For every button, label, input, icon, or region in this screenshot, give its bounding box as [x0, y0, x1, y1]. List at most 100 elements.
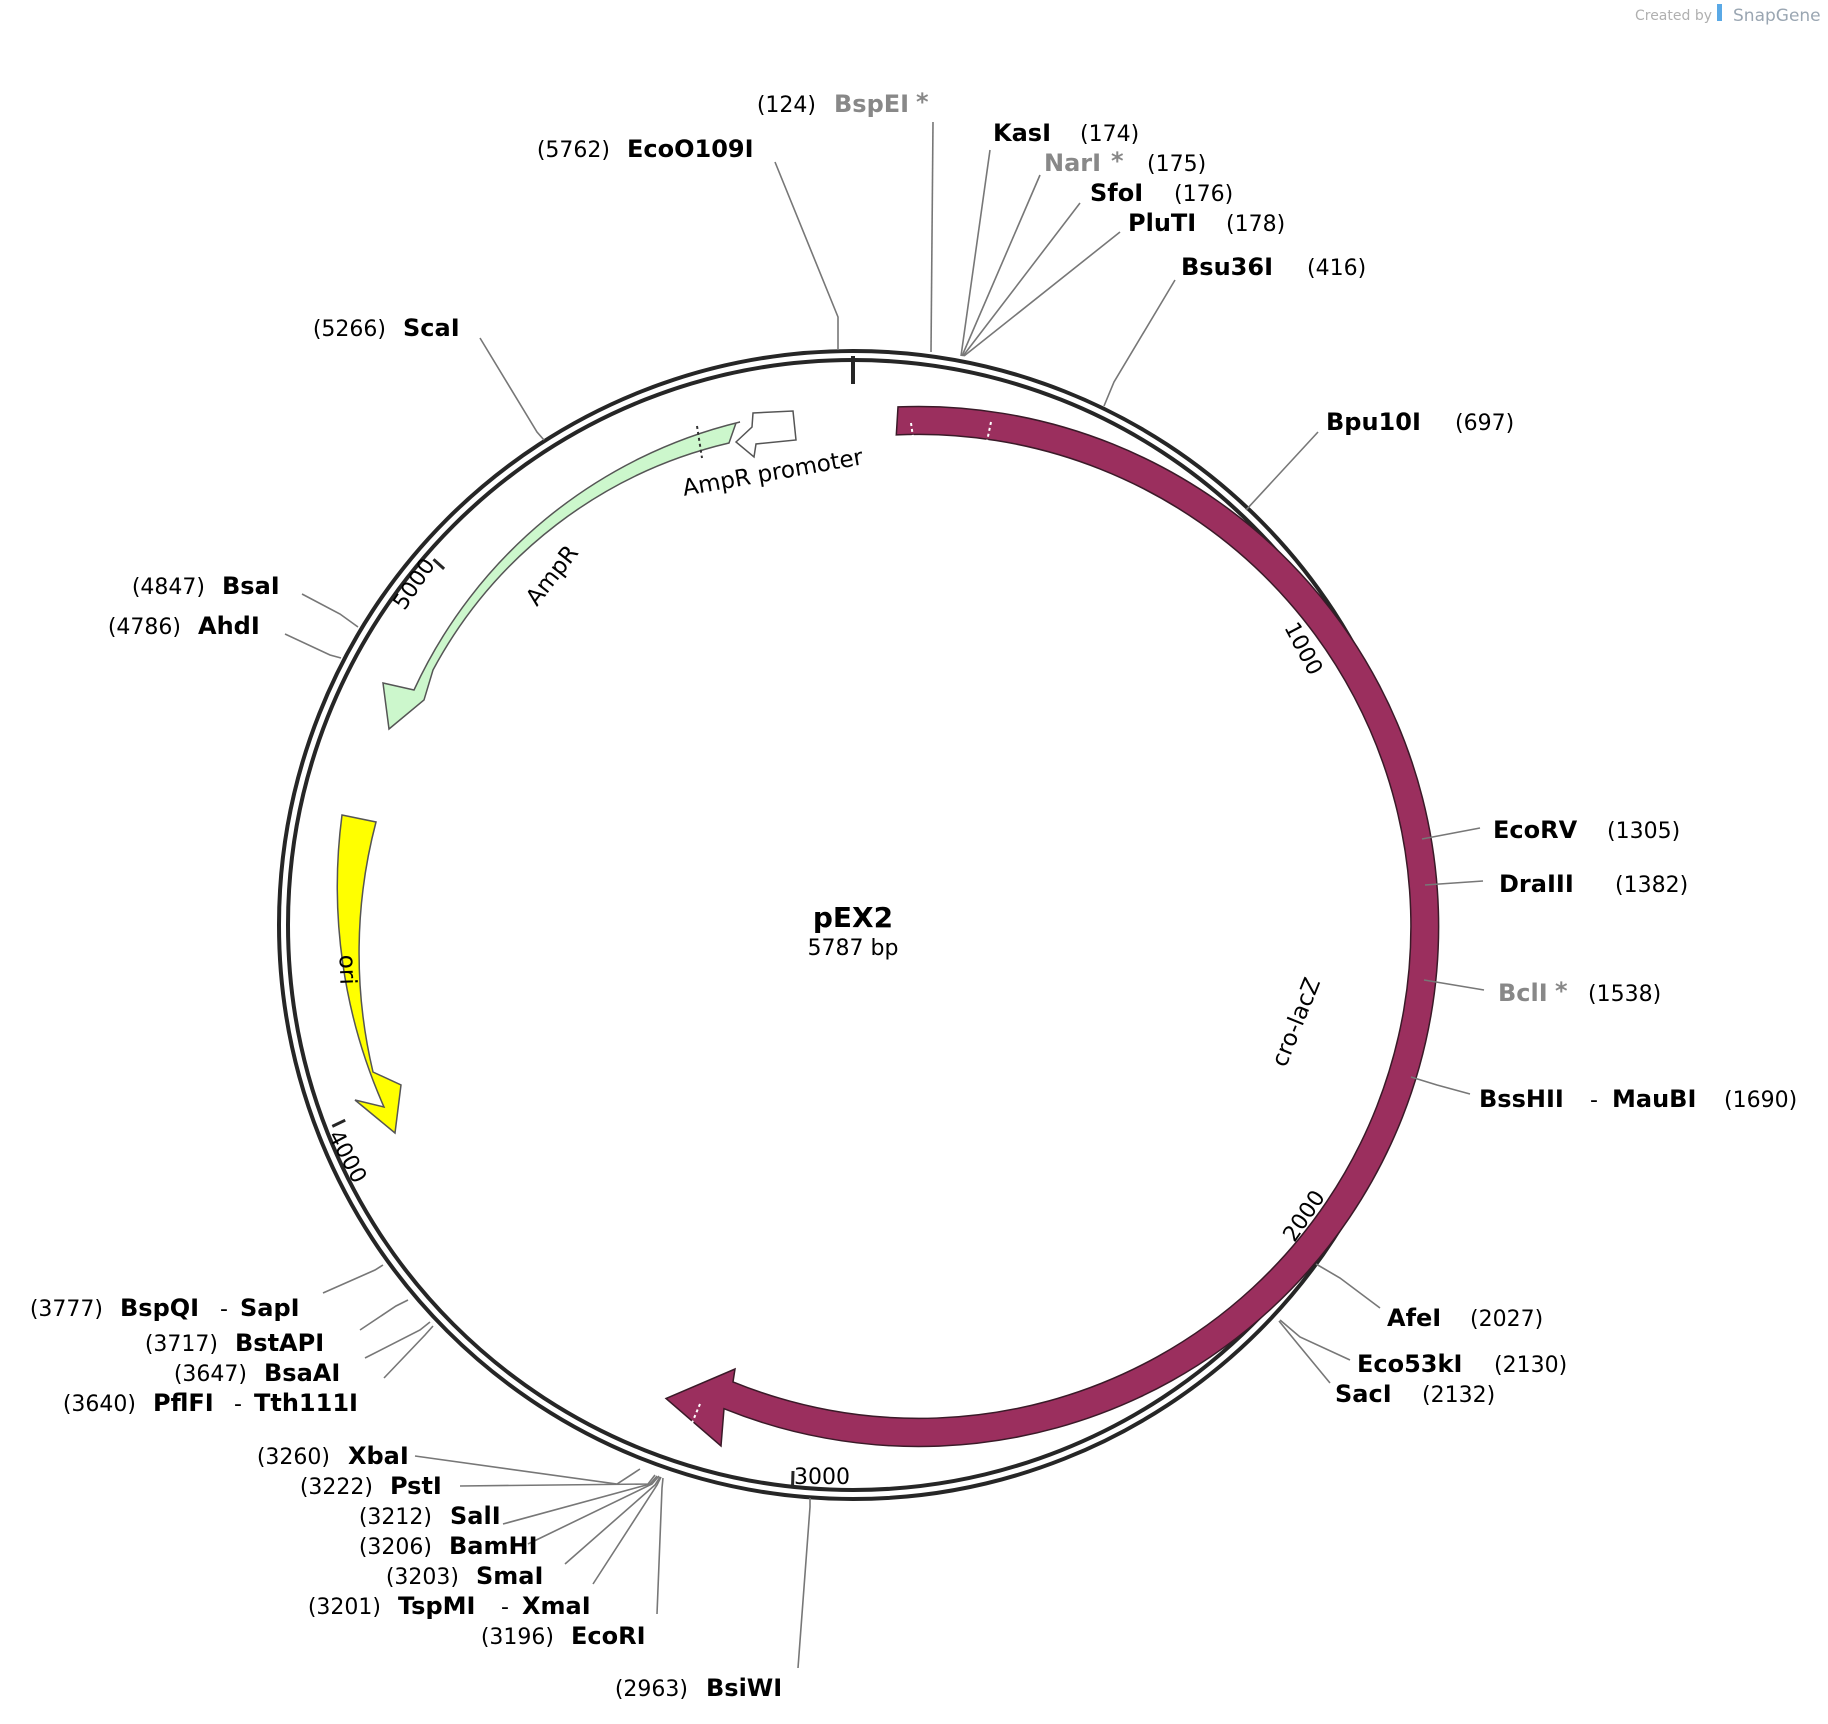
plasmid-length: 5787 bp	[808, 936, 899, 961]
site-name-saci[interactable]: SacI	[1335, 1380, 1392, 1408]
site-pos-scai: (5266)	[313, 317, 386, 342]
site-name-ecori[interactable]: EcoRI	[571, 1622, 646, 1650]
site-name2-sapi[interactable]: SapI	[240, 1294, 300, 1322]
leader-line-ecoo109i	[774, 161, 839, 350]
site-pos-bspei: (124)	[757, 93, 816, 118]
site-name-eco53ki[interactable]: Eco53kI	[1357, 1350, 1462, 1378]
site-name-bpu10i[interactable]: Bpu10I	[1326, 408, 1421, 436]
site-pos-ecoo109i: (5762)	[537, 138, 610, 163]
site-name-pluti[interactable]: PluTI	[1128, 209, 1196, 237]
site-separator-tspmi: -	[501, 1595, 509, 1620]
site-name-bstapi[interactable]: BstAPI	[235, 1329, 324, 1357]
leader-line-bpu10i	[1245, 431, 1319, 511]
site-name-smai[interactable]: SmaI	[476, 1562, 543, 1590]
feature-label-ampr-promoter: AmpR promoter	[681, 444, 866, 501]
site-pos-eco53ki: (2130)	[1494, 1353, 1567, 1378]
credit-prefix: Created by	[1635, 8, 1712, 24]
leader-line-bsshii	[1410, 1076, 1471, 1095]
site-pos-bpu10i: (697)	[1455, 411, 1514, 436]
site-pos-tspmi: (3201)	[308, 1595, 381, 1620]
site-name-sali[interactable]: SalI	[450, 1502, 501, 1530]
site-pos-kasi: (174)	[1080, 122, 1139, 147]
site-name-bsiwi[interactable]: BsiWI	[706, 1674, 782, 1702]
site-name-sfoi[interactable]: SfoI	[1090, 179, 1143, 207]
site-pos-bamhi: (3206)	[359, 1535, 432, 1560]
feature-segment-dividers	[688, 421, 992, 1431]
leader-line-pflfi	[383, 1325, 434, 1379]
ampr-promoter-divider	[696, 425, 703, 459]
site-name-ecoo109i[interactable]: EcoO109I	[627, 135, 754, 163]
leader-line-bsaai	[364, 1321, 431, 1359]
site-pos-bsshii: (1690)	[1724, 1088, 1797, 1113]
leader-line-bspei	[930, 121, 934, 353]
leader-lines	[284, 121, 1485, 1669]
site-pos-bspqi: (3777)	[30, 1297, 103, 1322]
site-name-psti[interactable]: PstI	[390, 1472, 442, 1500]
site-name2-xmai[interactable]: XmaI	[522, 1592, 591, 1620]
site-star-bcli: *	[1555, 977, 1568, 1005]
site-name-nari[interactable]: NarI	[1044, 149, 1101, 177]
leader-line-nari	[961, 174, 1041, 357]
site-name-bsaai[interactable]: BsaAI	[264, 1359, 340, 1387]
leader-line-psti	[459, 1474, 656, 1487]
leader-line-saci	[1278, 1320, 1331, 1384]
feature-label-ori: ori	[333, 954, 360, 985]
site-name2-tth111i[interactable]: Tth111I	[254, 1389, 358, 1417]
credit: Created by SnapGene	[1635, 4, 1821, 26]
site-pos-sfoi: (176)	[1174, 182, 1233, 207]
site-separator-bspqi: -	[220, 1297, 228, 1322]
site-pos-smai: (3203)	[386, 1565, 459, 1590]
site-name-bspqi[interactable]: BspQI	[120, 1294, 199, 1322]
site-name-scai[interactable]: ScaI	[403, 314, 460, 342]
site-separator-pflfi: -	[234, 1392, 242, 1417]
feature-arrow-ampr	[382, 421, 741, 731]
feature-arrow-ori	[336, 814, 402, 1135]
site-name-pflfi[interactable]: PflFI	[153, 1389, 214, 1417]
tick-label-3000: 3000	[794, 1465, 850, 1490]
leader-line-bspqi	[322, 1264, 384, 1294]
leader-line-bsu36i	[1103, 279, 1176, 407]
site-pos-bcli: (1538)	[1588, 982, 1661, 1007]
site-name-bcli[interactable]: BclI	[1498, 979, 1548, 1007]
site-pos-pluti: (178)	[1226, 212, 1285, 237]
site-pos-nari: (175)	[1147, 152, 1206, 177]
leader-line-eco53ki	[1279, 1319, 1351, 1361]
site-pos-bsaai: (3647)	[174, 1362, 247, 1387]
tick-label-5000: 5000	[389, 554, 441, 614]
site-labels: (124) BspEI * (5762) EcoO109I KasI (174)…	[30, 88, 1797, 1702]
site-star-bspei: *	[916, 88, 929, 116]
site-pos-ecori: (3196)	[481, 1625, 554, 1650]
leader-line-scai	[479, 337, 545, 441]
site-name-bamhi[interactable]: BamHI	[449, 1532, 538, 1560]
site-name-bsu36i[interactable]: Bsu36I	[1181, 253, 1273, 281]
site-name-ahdi[interactable]: AhdI	[198, 612, 260, 640]
feature-arrow-cro-lacz	[664, 405, 1440, 1448]
site-separator-bsshii: -	[1590, 1088, 1598, 1113]
site-name-bsai[interactable]: BsaI	[222, 572, 280, 600]
site-pos-bsai: (4847)	[132, 575, 205, 600]
plasmid-name: pEX2	[813, 901, 893, 934]
site-name-afei[interactable]: AfeI	[1387, 1304, 1441, 1332]
site-pos-ecorv: (1305)	[1607, 819, 1680, 844]
site-pos-bsiwi: (2963)	[615, 1677, 688, 1702]
site-pos-saci: (2132)	[1422, 1383, 1495, 1408]
site-name2-maubi[interactable]: MauBI	[1612, 1085, 1696, 1113]
snapgene-logo-icon	[1717, 4, 1722, 21]
leader-line-smai	[564, 1476, 661, 1565]
site-name-xbai[interactable]: XbaI	[348, 1442, 409, 1470]
site-pos-draiii: (1382)	[1615, 873, 1688, 898]
site-name-kasi[interactable]: KasI	[993, 119, 1051, 147]
site-name-bspei[interactable]: BspEI	[834, 90, 909, 118]
site-pos-xbai: (3260)	[257, 1445, 330, 1470]
site-name-tspmi[interactable]: TspMI	[398, 1592, 475, 1620]
leader-line-draiii	[1424, 880, 1484, 886]
leader-line-ecori	[656, 1477, 664, 1615]
site-name-ecorv[interactable]: EcoRV	[1493, 816, 1578, 844]
tick-mark-5000	[432, 558, 446, 571]
feature-label-lacz: lacZ	[1316, 1010, 1358, 1065]
feature-label-ampr: AmpR	[521, 541, 584, 611]
leader-line-sali	[502, 1475, 658, 1525]
site-name-draiii[interactable]: DraIII	[1499, 870, 1574, 898]
site-name-bsshii[interactable]: BssHII	[1479, 1085, 1564, 1113]
